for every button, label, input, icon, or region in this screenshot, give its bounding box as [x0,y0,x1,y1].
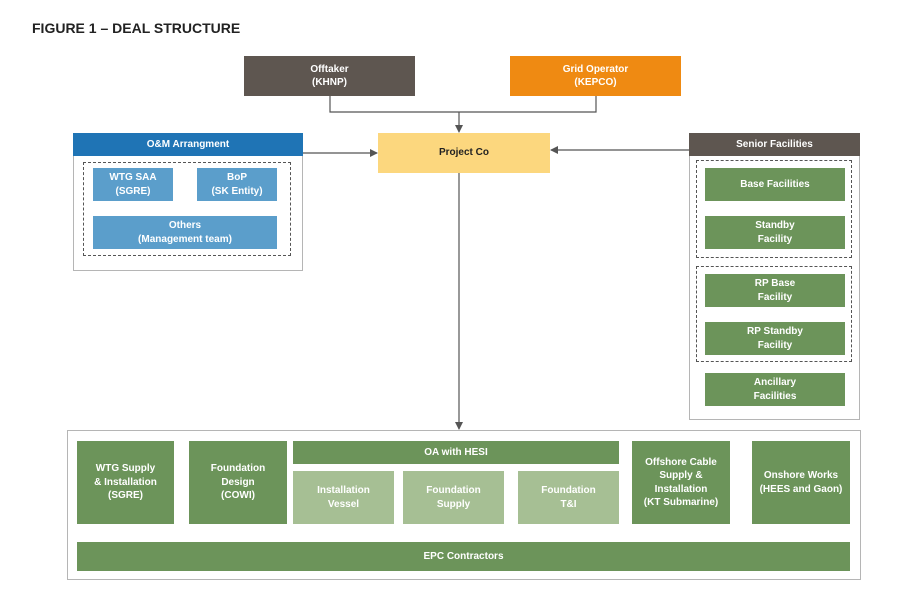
installation-vessel-box: Installation Vessel [293,471,394,524]
senior-dashed-group-1 [696,160,852,258]
bop-box: BoP (SK Entity) [197,168,277,201]
grid-operator-box: Grid Operator (KEPCO) [510,56,681,96]
wtg-saa-box: WTG SAA (SGRE) [93,168,173,201]
rp-base-facility-box: RP Base Facility [705,274,845,307]
foundation-design-box: Foundation Design (COWI) [189,441,287,524]
epc-contractors-box: EPC Contractors [77,542,850,571]
om-dashed-group [83,162,291,256]
foundation-supply-box: Foundation Supply [403,471,504,524]
figure-title: FIGURE 1 – DEAL STRUCTURE [32,20,241,36]
project-co-box: Project Co [378,133,550,173]
offshore-cable-box: Offshore Cable Supply & Installation (KT… [632,441,730,524]
others-box: Others (Management team) [93,216,277,249]
onshore-works-box: Onshore Works (HEES and Gaon) [752,441,850,524]
rp-standby-facility-box: RP Standby Facility [705,322,845,355]
base-facilities-box: Base Facilities [705,168,845,201]
standby-facility-box: Standby Facility [705,216,845,249]
grid-operator-connector [459,96,597,113]
offtaker-connector [329,96,459,113]
foundation-ti-box: Foundation T&I [518,471,619,524]
offtaker-box: Offtaker (KHNP) [244,56,415,96]
oa-hesi-box: OA with HESI [293,441,619,464]
wtg-supply-box: WTG Supply & Installation (SGRE) [77,441,174,524]
senior-facilities-header: Senior Facilities [689,133,860,156]
om-arrangement-header: O&M Arrangment [73,133,303,156]
senior-dashed-group-2 [696,266,852,362]
ancillary-facilities-box: Ancillary Facilities [705,373,845,406]
